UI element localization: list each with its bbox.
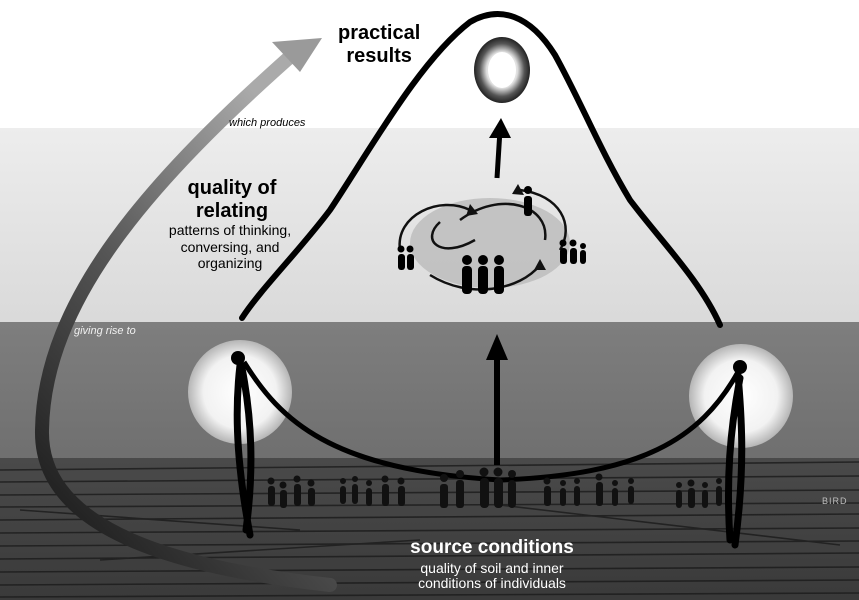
lower-arrow-head (486, 334, 508, 360)
mountain-outline (239, 11, 723, 328)
right-tall-figure (724, 360, 747, 549)
artist-signature: BIRD (822, 496, 848, 506)
practical-results-title: practical results (338, 22, 421, 67)
giving-rise-to-label: giving rise to (74, 325, 136, 337)
upper-arrow-head (489, 118, 511, 138)
crowd-of-people (267, 467, 722, 508)
soil-texture (0, 461, 859, 598)
orb-center (488, 52, 516, 88)
quality-of-relating-subtitle: patterns of thinking, conversing, and or… (168, 222, 292, 272)
large-curved-arrow (34, 41, 337, 592)
large-arrow-head (272, 38, 322, 72)
relating-cloud (410, 198, 570, 288)
left-tall-figure (231, 351, 255, 539)
relating-arrow-heads (466, 184, 546, 270)
which-produces-label: which produces (229, 117, 306, 129)
quality-of-relating-title: quality of relating (187, 177, 277, 222)
source-conditions-subtitle: quality of soil and inner conditions of … (418, 560, 566, 592)
cloud-people (397, 186, 586, 294)
source-conditions-title: source conditions (410, 537, 574, 558)
